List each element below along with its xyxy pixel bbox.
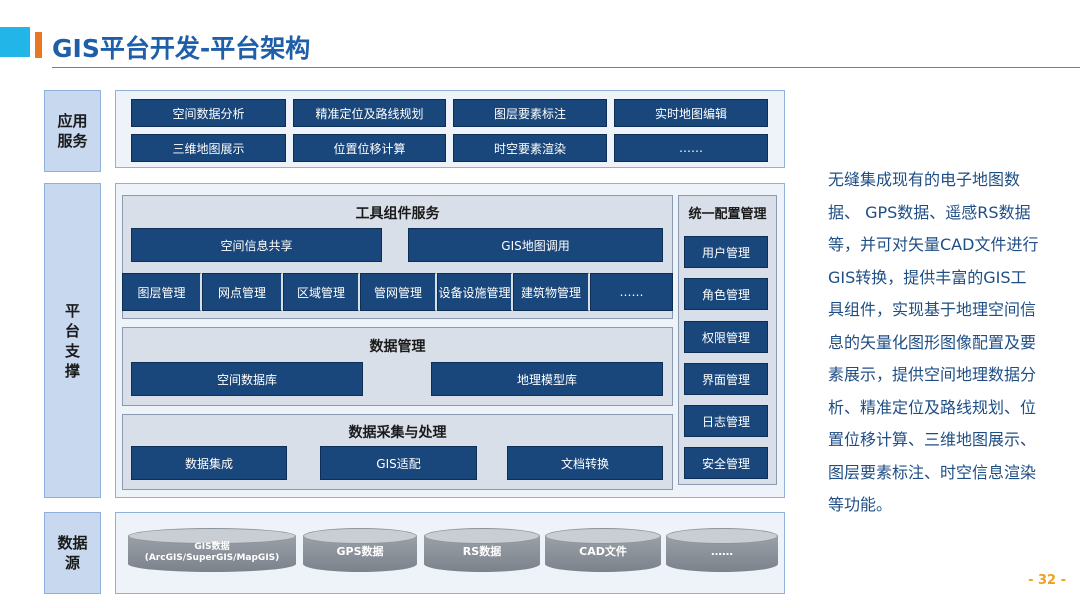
config-log-management[interactable]: 日志管理: [684, 405, 768, 437]
tool-region-management[interactable]: 区域管理: [283, 273, 359, 311]
source-more-label: ……: [711, 545, 733, 558]
data-spatial-database[interactable]: 空间数据库: [131, 362, 363, 396]
gis-adapter[interactable]: GIS适配: [320, 446, 477, 480]
row-label-platform: 平台支撑: [44, 183, 101, 498]
data-geo-model-library[interactable]: 地理模型库: [431, 362, 663, 396]
tool-layer-management[interactable]: 图层管理: [122, 273, 201, 311]
config-permission-management[interactable]: 权限管理: [684, 321, 768, 353]
data-collection-title: 数据采集与处理: [348, 425, 447, 441]
tool-outlet-management[interactable]: 网点管理: [202, 273, 282, 311]
app-service-spatial-analysis[interactable]: 空间数据分析: [131, 99, 286, 127]
header-accent-bar: [35, 32, 42, 58]
tool-pipeline-management[interactable]: 管网管理: [360, 273, 436, 311]
source-gps-data[interactable]: GPS数据: [303, 528, 417, 574]
source-rs-label: RS数据: [462, 545, 502, 558]
tool-components-title: 工具组件服务: [355, 206, 440, 222]
cylinder-top: [303, 528, 417, 544]
source-more[interactable]: ……: [666, 528, 778, 574]
config-security-management[interactable]: 安全管理: [684, 447, 768, 479]
tool-more[interactable]: ……: [590, 273, 673, 311]
source-cad-file[interactable]: CAD文件: [545, 528, 661, 574]
source-gps-label: GPS数据: [336, 545, 384, 558]
cylinder-top: [666, 528, 778, 544]
source-gis-data[interactable]: GIS数据(ArcGIS/SuperGIS/MapGIS): [128, 528, 296, 574]
page-title: GIS平台开发-平台架构: [52, 34, 311, 63]
page-number: - 32 -: [1028, 573, 1066, 588]
tool-facility-management[interactable]: 设备设施管理: [437, 273, 512, 311]
config-user-management[interactable]: 用户管理: [684, 236, 768, 268]
tool-building-management[interactable]: 建筑物管理: [513, 273, 589, 311]
source-gis-label: GIS数据(ArcGIS/SuperGIS/MapGIS): [144, 542, 280, 563]
cylinder-top: [545, 528, 661, 544]
description-text: 无缝集成现有的电子地图数据、 GPS数据、遥感RS数据等，并可对矢量CAD文件进…: [828, 170, 1039, 514]
app-service-3d-map[interactable]: 三维地图展示: [131, 134, 286, 162]
title-underline: [52, 67, 1080, 68]
tool-gis-map-call[interactable]: GIS地图调用: [408, 228, 663, 262]
app-service-position-calc[interactable]: 位置位移计算: [293, 134, 446, 162]
app-service-map-editing[interactable]: 实时地图编辑: [614, 99, 768, 127]
data-management-title: 数据管理: [369, 339, 426, 355]
source-cad-label: CAD文件: [579, 545, 627, 558]
row-label-application: 应用服务: [44, 90, 101, 172]
source-rs-data[interactable]: RS数据: [424, 528, 540, 574]
app-service-route-planning[interactable]: 精准定位及路线规划: [293, 99, 446, 127]
tool-spatial-sharing[interactable]: 空间信息共享: [131, 228, 382, 262]
config-interface-management[interactable]: 界面管理: [684, 363, 768, 395]
document-conversion[interactable]: 文档转换: [507, 446, 663, 480]
header-accent-block: [0, 27, 30, 57]
app-service-layer-labeling[interactable]: 图层要素标注: [453, 99, 607, 127]
app-service-rendering[interactable]: 时空要素渲染: [453, 134, 607, 162]
row-label-data-source: 数据源: [44, 512, 101, 594]
data-integration[interactable]: 数据集成: [131, 446, 287, 480]
cylinder-top: [424, 528, 540, 544]
config-management-title: 统一配置管理: [688, 207, 767, 222]
app-service-more[interactable]: ……: [614, 134, 768, 162]
config-role-management[interactable]: 角色管理: [684, 278, 768, 310]
cylinder-top: [128, 528, 296, 544]
